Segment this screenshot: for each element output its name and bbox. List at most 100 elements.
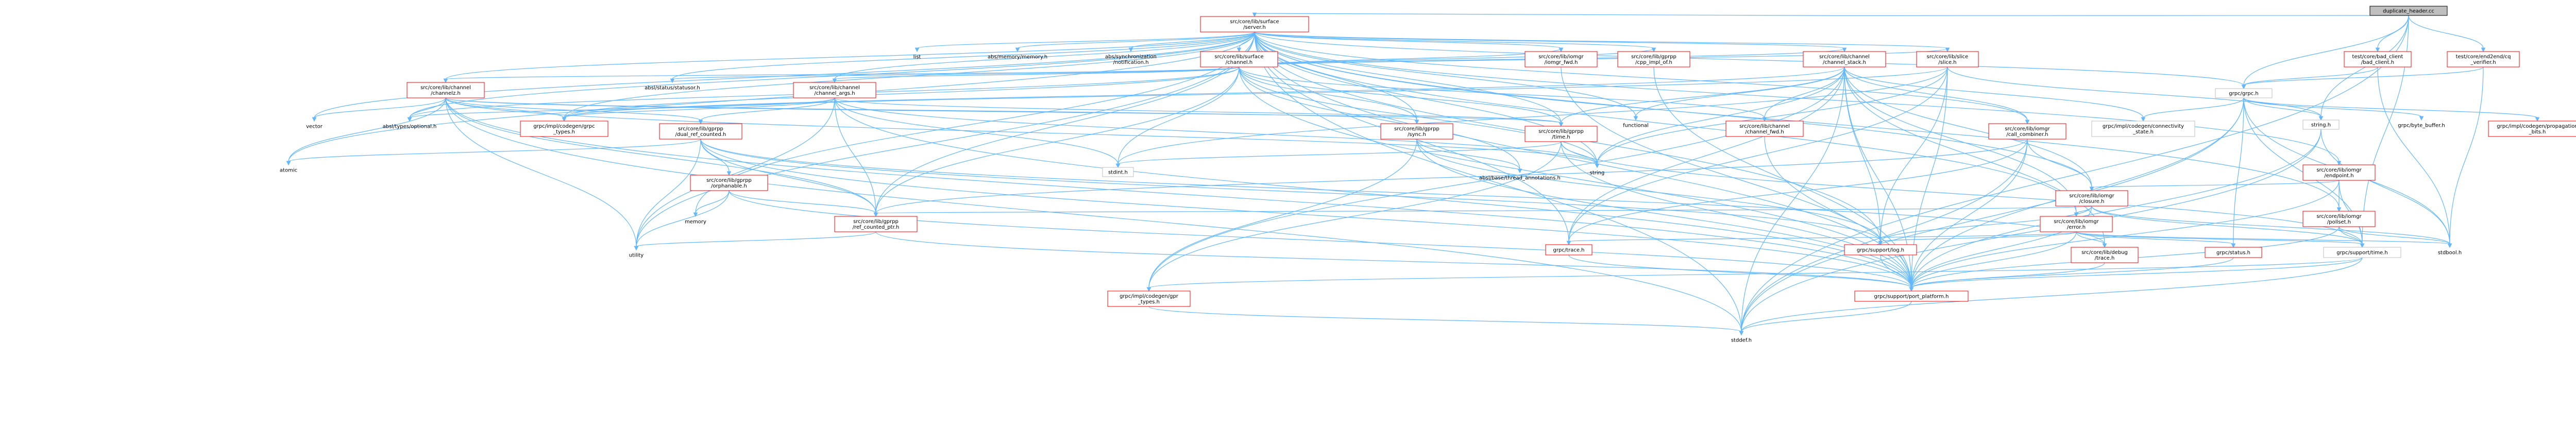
node-grpc_status[interactable]: grpc/status.h xyxy=(2205,247,2262,258)
edge-sync_h-to-thread_annot xyxy=(1416,139,1522,174)
node-channelz[interactable]: src/core/lib/channel/channelz.h xyxy=(406,82,485,98)
node-iomgr_fwd[interactable]: src/core/lib/iomgr/iomgr_fwd.h xyxy=(1524,51,1598,67)
edge-surface_server-to-atomic xyxy=(286,31,1255,166)
node-label: /time.h xyxy=(1552,134,1570,140)
edge-orphanable-to-utility xyxy=(634,190,730,251)
node-channel_stack[interactable]: src/core/lib/channel/channel_stack.h xyxy=(1803,51,1886,67)
node-absl_sync[interactable]: abs/synchronization/notification.h xyxy=(1092,52,1170,67)
node-label: /server.h xyxy=(1243,25,1266,30)
node-label: /cpp_impl_of.h xyxy=(1635,60,1672,65)
node-label: duplicate_header.cc xyxy=(2383,9,2434,14)
edge-surface_server-to-stddef xyxy=(1254,31,1744,336)
node-endpoint[interactable]: src/core/lib/iomgr/endpoint.h xyxy=(2302,164,2376,181)
node-label: grpc/byte_buffer.h xyxy=(2398,123,2445,129)
edge-channelz-to-atomic xyxy=(286,97,446,166)
edge-channel_args-to-dual_ref xyxy=(698,97,835,125)
node-slice_h[interactable]: src/core/lib/slice/slice.h xyxy=(1916,51,1979,67)
node-bad_client[interactable]: test/core/bad_client/bad_client.h xyxy=(2344,51,2412,67)
node-status_h[interactable]: absl/status/statusor.h xyxy=(634,82,711,93)
node-label: vector xyxy=(306,124,323,130)
edge-channel_stack-to-connectivity xyxy=(1844,66,2146,122)
node-closure[interactable]: src/core/lib/iomgr/closure.h xyxy=(2055,190,2128,207)
node-stdbool[interactable]: stdbool.h xyxy=(2432,247,2468,258)
edge-error_h-to-log_h xyxy=(1878,231,2077,246)
edge-grpc_h-to-byte_buffer xyxy=(2243,97,2424,121)
edge-surface_server-to-ref_counted_ptr xyxy=(873,31,1255,217)
node-root[interactable]: duplicate_header.cc xyxy=(2369,6,2448,16)
node-error_h[interactable]: src/core/lib/iomgr/error.h xyxy=(2040,216,2113,232)
node-label: src/core/lib/gprpp xyxy=(1631,54,1676,60)
node-label: _verifier.h xyxy=(2470,60,2496,65)
node-label: _bits.h xyxy=(2529,129,2546,135)
node-grpc_h[interactable]: grpc/grpc.h xyxy=(2215,88,2273,98)
node-sync_h[interactable]: src/core/lib/gprpp/sync.h xyxy=(1380,123,1453,140)
node-call_combiner[interactable]: src/core/lib/iomgr/call_combiner.h xyxy=(1988,123,2066,140)
node-atomic[interactable]: atomic xyxy=(278,165,299,175)
node-channel_args[interactable]: src/core/lib/channel/channel_args.h xyxy=(793,82,876,98)
node-label: /notification.h xyxy=(1113,60,1148,65)
node-log_h[interactable]: grpc/support/log.h xyxy=(1844,244,1917,255)
node-stdint[interactable]: stdint.h xyxy=(1102,167,1134,177)
node-label: src/core/lib/iomgr xyxy=(2316,214,2362,219)
node-propagation[interactable]: grpc/impl/codegen/propagation_bits.h xyxy=(2488,121,2576,137)
edge-channel_fwd-to-port_platform xyxy=(1764,136,1914,292)
node-label: src/core/lib/channel xyxy=(420,85,471,91)
node-thread_annot[interactable]: absl/base/thread_annotations.h xyxy=(1468,173,1571,183)
node-label: /sync.h xyxy=(1408,132,1426,138)
edge-endpoint-to-closure xyxy=(2089,180,2340,192)
node-string[interactable]: string xyxy=(1582,167,1613,178)
node-gpr_types[interactable]: grpc/impl/codegen/gpr_types.h xyxy=(1107,291,1191,307)
node-surface_channel[interactable]: src/core/lib/surface/channel.h xyxy=(1200,51,1278,67)
node-connectivity[interactable]: grpc/impl/codegen/connectivity_state.h xyxy=(2091,121,2195,137)
edge-channel_stack-to-channel_fwd xyxy=(1762,66,1845,122)
node-label: src/core/lib/iomgr xyxy=(1538,54,1584,60)
node-grpc_types[interactable]: grpc/impl/codegen/grpc_types.h xyxy=(520,121,608,137)
node-list[interactable]: list xyxy=(907,52,927,62)
edge-grpc_h-to-string_h xyxy=(2243,97,2324,121)
node-label: /ref_counted_ptr.h xyxy=(853,225,900,230)
node-label: /bad_client.h xyxy=(2361,60,2394,65)
node-vector[interactable]: vector xyxy=(304,121,325,131)
node-label: functional xyxy=(1623,123,1649,129)
node-label: grpc/support/log.h xyxy=(1857,248,1904,253)
node-memory_h[interactable]: abs/memory/memory.h xyxy=(979,52,1056,62)
node-dual_ref[interactable]: src/core/lib/gprpp/dual_ref_counted.h xyxy=(659,123,742,140)
node-label: _types.h xyxy=(553,129,575,135)
edge-error_h-to-debug_trace xyxy=(2076,231,2107,248)
node-port_platform[interactable]: grpc/support/port_platform.h xyxy=(1854,291,1969,302)
edge-surface_server-to-memory_h xyxy=(1015,31,1255,53)
node-byte_buffer[interactable]: grpc/byte_buffer.h xyxy=(2391,120,2452,130)
node-orphanable[interactable]: src/core/lib/gprpp/orphanable.h xyxy=(690,175,768,191)
node-grpc_verifier[interactable]: test/core/end2end/cq_verifier.h xyxy=(2447,51,2520,67)
edge-root-to-grpc_verifier xyxy=(2408,15,2486,53)
edge-time_h-to-gpr_types xyxy=(1146,141,1562,292)
edge-ref_counted_ptr-to-port_platform xyxy=(875,231,1914,292)
node-absl_optional[interactable]: absl/types/optional.h xyxy=(371,121,448,131)
node-debug_trace[interactable]: src/core/lib/debug/trace.h xyxy=(2071,247,2139,263)
node-stddef[interactable]: stddef.h xyxy=(1726,335,1757,345)
node-surface_server[interactable]: src/core/lib/surface/server.h xyxy=(1200,16,1309,32)
node-label: _state.h xyxy=(2132,129,2154,135)
node-trace_h[interactable]: grpc/trace.h xyxy=(1545,244,1592,255)
edge-closure-to-ref_counted_ptr xyxy=(873,206,2092,217)
edge-pollset-to-support_time xyxy=(2338,226,2365,248)
node-support_time[interactable]: grpc/support/time.h xyxy=(2323,247,2401,258)
node-channel_fwd[interactable]: src/core/lib/channel/channel_fwd.h xyxy=(1725,121,1804,137)
edge-channel_stack-to-time_h xyxy=(1558,66,1845,127)
node-time_h[interactable]: src/core/lib/gprpp/time.h xyxy=(1524,126,1598,142)
node-utility[interactable]: utility xyxy=(623,250,649,260)
node-functional[interactable]: functional xyxy=(1618,120,1654,130)
node-label: stddef.h xyxy=(1731,338,1752,344)
edge-channel_args-to-grpc_types xyxy=(562,97,835,122)
edge-channelz-to-ref_counted_ptr xyxy=(445,97,878,217)
edge-channelz-to-absl_optional xyxy=(407,97,446,122)
node-cpp_impl_of[interactable]: src/core/lib/gprpp/cpp_impl_of.h xyxy=(1617,51,1690,67)
node-memory[interactable]: memory xyxy=(680,216,711,227)
edge-surface_channel-to-port_platform xyxy=(1239,66,1914,292)
edge-dual_ref-to-utility xyxy=(634,139,701,251)
node-pollset[interactable]: src/core/lib/iomgr/pollset.h xyxy=(2302,211,2376,227)
node-string_h[interactable]: string.h xyxy=(2302,120,2340,130)
node-ref_counted_ptr[interactable]: src/core/lib/gprpp/ref_counted_ptr.h xyxy=(834,216,918,232)
node-label: /trace.h xyxy=(2095,255,2115,261)
node-label: grpc/impl/codegen/grpc xyxy=(533,124,595,129)
